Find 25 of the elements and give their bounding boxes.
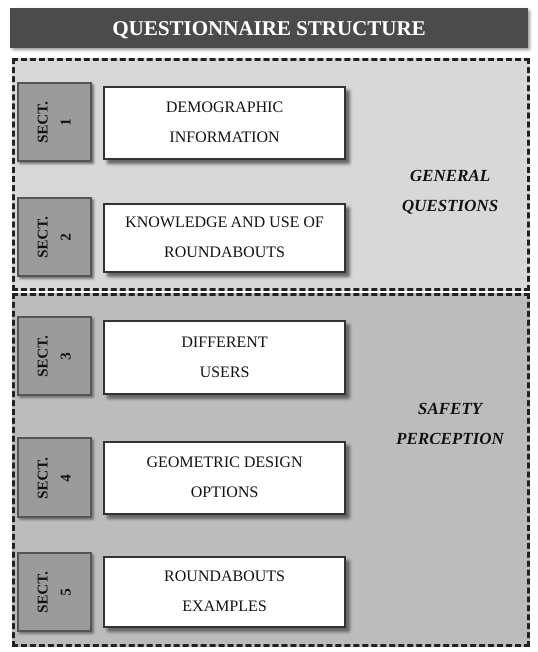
section-number: SECT. 1 — [34, 100, 74, 145]
title-bar: QUESTIONNAIRE STRUCTURE — [10, 8, 528, 48]
section-box — [103, 203, 346, 273]
section-number: SECT. 2 — [34, 215, 74, 260]
section-group-panel — [12, 58, 530, 291]
section-number: SECT. 3 — [34, 334, 74, 379]
section-group-panel — [12, 293, 530, 647]
section-title: DEMOGRAPHIC INFORMATION — [164, 98, 284, 148]
section-box — [103, 320, 346, 395]
section-title: ROUNDABOUTS EXAMPLES — [163, 567, 286, 617]
section-title: KNOWLEDGE AND USE OF ROUNDABOUTS — [124, 213, 325, 263]
group-label: GENERAL QUESTIONS — [400, 165, 500, 217]
section-number-tab — [17, 316, 92, 396]
section-number: SECT. 4 — [34, 456, 74, 500]
section-title: GEOMETRIC DESIGN OPTIONS — [146, 453, 304, 503]
section-number-tab — [17, 197, 92, 277]
section-box — [103, 556, 346, 628]
section-number-tab — [17, 437, 92, 518]
section-number: SECT. 5 — [34, 570, 74, 615]
section-number-tab — [17, 82, 92, 162]
section-box — [103, 441, 346, 515]
section-title: DIFFERENT USERS — [180, 332, 269, 382]
group-label: SAFETY PERCEPTION — [395, 398, 506, 450]
section-number-tab — [17, 552, 92, 632]
section-box — [103, 86, 346, 160]
